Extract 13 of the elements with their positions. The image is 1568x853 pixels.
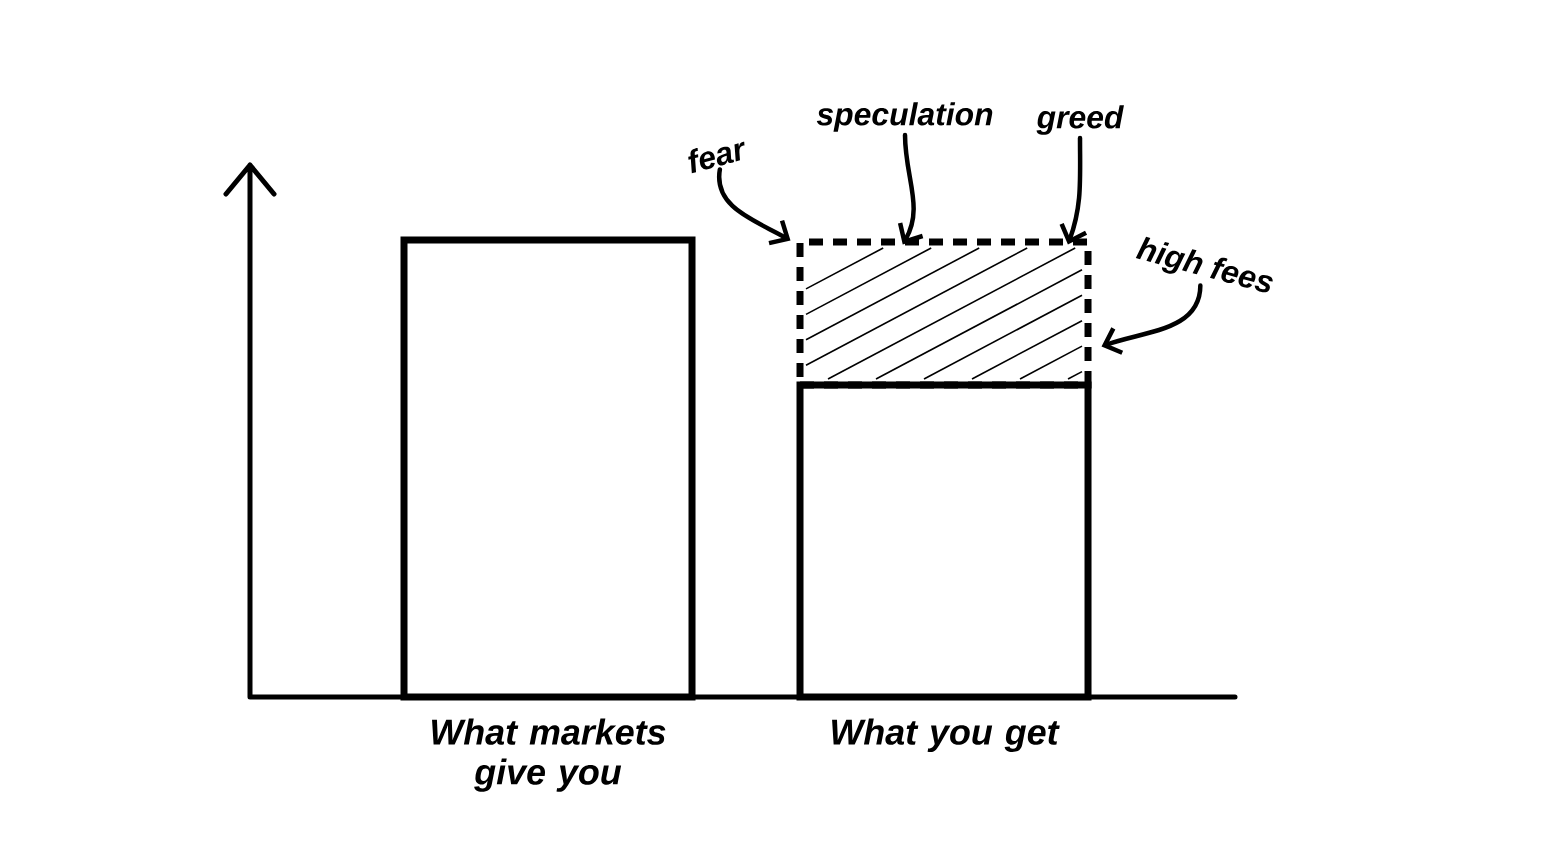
bar-caption: What markets give you: [432, 718, 666, 792]
arrow: [897, 132, 924, 245]
bar: [400, 236, 696, 701]
annotation-label: fear: [688, 141, 745, 174]
arrow: [716, 167, 791, 246]
hatched-box: [796, 238, 1092, 389]
bar: [796, 381, 1092, 701]
annotation-label: speculation: [816, 102, 993, 132]
arrow: [1059, 135, 1088, 245]
bar-caption: What you get: [832, 718, 1060, 752]
annotation-label: greed: [1036, 105, 1124, 135]
arrow: [1101, 283, 1203, 355]
annotation-label: high fees: [1135, 236, 1273, 293]
